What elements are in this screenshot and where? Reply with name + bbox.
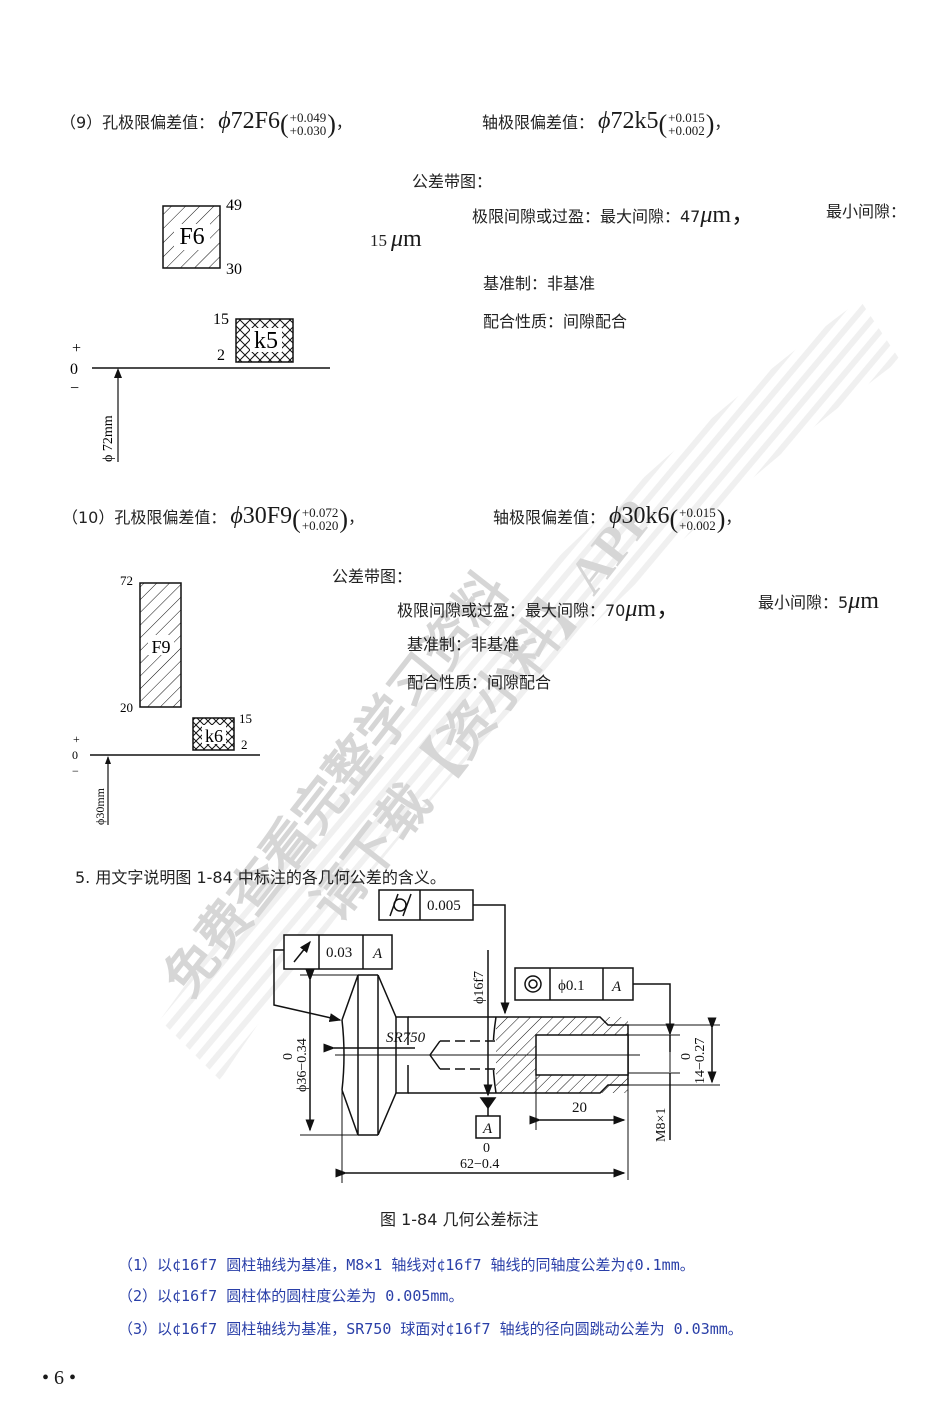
coaxiality-frame: [514, 967, 634, 1001]
clearance-row: 极限间隙或过盈：最大间隙：47μm，: [472, 202, 756, 228]
min-clearance: 最小间隙：5μm: [758, 588, 879, 614]
svg-text:ϕ16f7: ϕ16f7: [472, 971, 487, 1004]
svg-text:15: 15: [213, 311, 229, 328]
phi-symbol: ϕ: [218, 108, 231, 134]
svg-text:A: A: [611, 979, 622, 995]
svg-text:2: 2: [241, 737, 248, 752]
svg-text:−: −: [72, 764, 79, 778]
shaft-zone-k5: [235, 318, 294, 363]
figure-caption: 图 1-84 几何公差标注: [380, 1210, 539, 1229]
nominal-size: ϕ30mm: [93, 787, 107, 825]
svg-text:72: 72: [120, 573, 133, 588]
svg-text:20: 20: [120, 700, 133, 715]
nominal-size: ϕ 72mm: [101, 415, 116, 462]
svg-text:A: A: [372, 946, 383, 962]
answer-3: （3）以¢16f7 圆柱轴线为基准，SR750 球面对¢16f7 轴线的径向圆跳…: [118, 1320, 743, 1338]
svg-text:ϕ36−0.34: ϕ36−0.34: [295, 1038, 310, 1092]
svg-text:0: 0: [72, 748, 78, 762]
svg-text:49: 49: [226, 197, 242, 214]
problem10-hole-row: （10）孔极限偏差值： ϕ30F9(+0.072+0.020)，: [62, 503, 365, 534]
svg-text:30: 30: [226, 261, 242, 278]
question5-text: 5. 用文字说明图 1-84 中标注的各几何公差的含义。: [75, 868, 446, 887]
svg-text:2: 2: [217, 347, 225, 364]
svg-text:−: −: [70, 380, 79, 397]
shaft-label: 轴极限偏差值：: [482, 113, 595, 132]
shaft-upper-dev: +0.015: [668, 110, 705, 126]
svg-text:0: 0: [281, 1053, 296, 1060]
shaft-code: 72k5: [610, 108, 659, 134]
datum-a-box: [475, 1115, 501, 1139]
clearance-row: 极限间隙或过盈：最大间隙：70μm，: [397, 596, 681, 622]
svg-text:62−0.4: 62−0.4: [460, 1157, 499, 1172]
svg-text:ϕ0.1: ϕ0.1: [558, 978, 585, 994]
svg-text:14−0.27: 14−0.27: [693, 1038, 708, 1084]
svg-text:+: +: [72, 340, 81, 357]
svg-text:F9: F9: [151, 637, 170, 657]
svg-text:+: +: [73, 732, 80, 746]
min-clearance-label: 最小间隙：: [826, 202, 907, 221]
svg-text:0: 0: [483, 1141, 490, 1156]
hole-upper-dev: +0.049: [289, 110, 327, 126]
tolerance-zone-diagram-10: F9 72 20 k6 15 2 + 0 − ϕ30mm: [72, 573, 260, 825]
svg-text:k6: k6: [205, 726, 223, 746]
svg-text:0.005: 0.005: [427, 898, 461, 914]
fit-type: 配合性质：间隙配合: [483, 312, 628, 331]
problem10-shaft-row: 轴极限偏差值： ϕ30k6(+0.015+0.002)，: [493, 503, 742, 534]
svg-text:F6: F6: [179, 224, 204, 250]
answer-1: （1）以¢16f7 圆柱轴线为基准，M8×1 轴线对¢16f7 轴线的同轴度公差…: [118, 1256, 695, 1274]
svg-text:0.03: 0.03: [326, 945, 352, 961]
svg-text:SR750: SR750: [386, 1030, 426, 1046]
basis-system: 基准制：非基准: [483, 274, 596, 293]
figure-1-84: 0.005 0.03 A ϕ0.1 A A ϕ16f7 SR750 0 ϕ36−…: [273, 889, 720, 1183]
problem10-label: （10）孔极限偏差值：: [62, 508, 227, 527]
hole-lower-dev: +0.030: [289, 123, 327, 139]
hole-code: 72F6: [230, 108, 280, 134]
basis-system: 基准制：非基准: [407, 635, 520, 654]
tolerance-zone-label: 公差带图：: [412, 172, 493, 191]
shaft-lower-dev: +0.002: [668, 123, 705, 139]
min-clearance-value: 15 μm: [370, 226, 422, 252]
page-number: • 6 •: [42, 1367, 77, 1389]
svg-text:0: 0: [70, 361, 78, 378]
svg-text:20: 20: [572, 1100, 587, 1116]
svg-text:0: 0: [679, 1053, 694, 1060]
problem9-hole-row: （9）孔极限偏差值： ϕ72F6(+0.049+0.030)，: [60, 108, 352, 139]
svg-text:15: 15: [239, 711, 252, 726]
problem9-shaft-row: 轴极限偏差值： ϕ72k5(+0.015+0.002)，: [482, 108, 731, 139]
problem9-label: （9）孔极限偏差值：: [60, 113, 215, 132]
tolerance-zone-diagram-9: F6 49 30 k5 15 2 + 0 − ϕ 72mm: [70, 197, 330, 462]
fit-type: 配合性质：间隙配合: [407, 673, 552, 692]
shaft-code: 30k6: [621, 503, 670, 529]
answer-2: （2）以¢16f7 圆柱体的圆柱度公差为 0.005mm。: [118, 1287, 464, 1305]
svg-text:M8×1: M8×1: [654, 1108, 669, 1142]
hole-code: 30F9: [242, 503, 293, 529]
svg-text:A: A: [482, 1121, 493, 1137]
svg-text:k5: k5: [254, 328, 278, 354]
tolerance-zone-label: 公差带图：: [332, 567, 413, 586]
